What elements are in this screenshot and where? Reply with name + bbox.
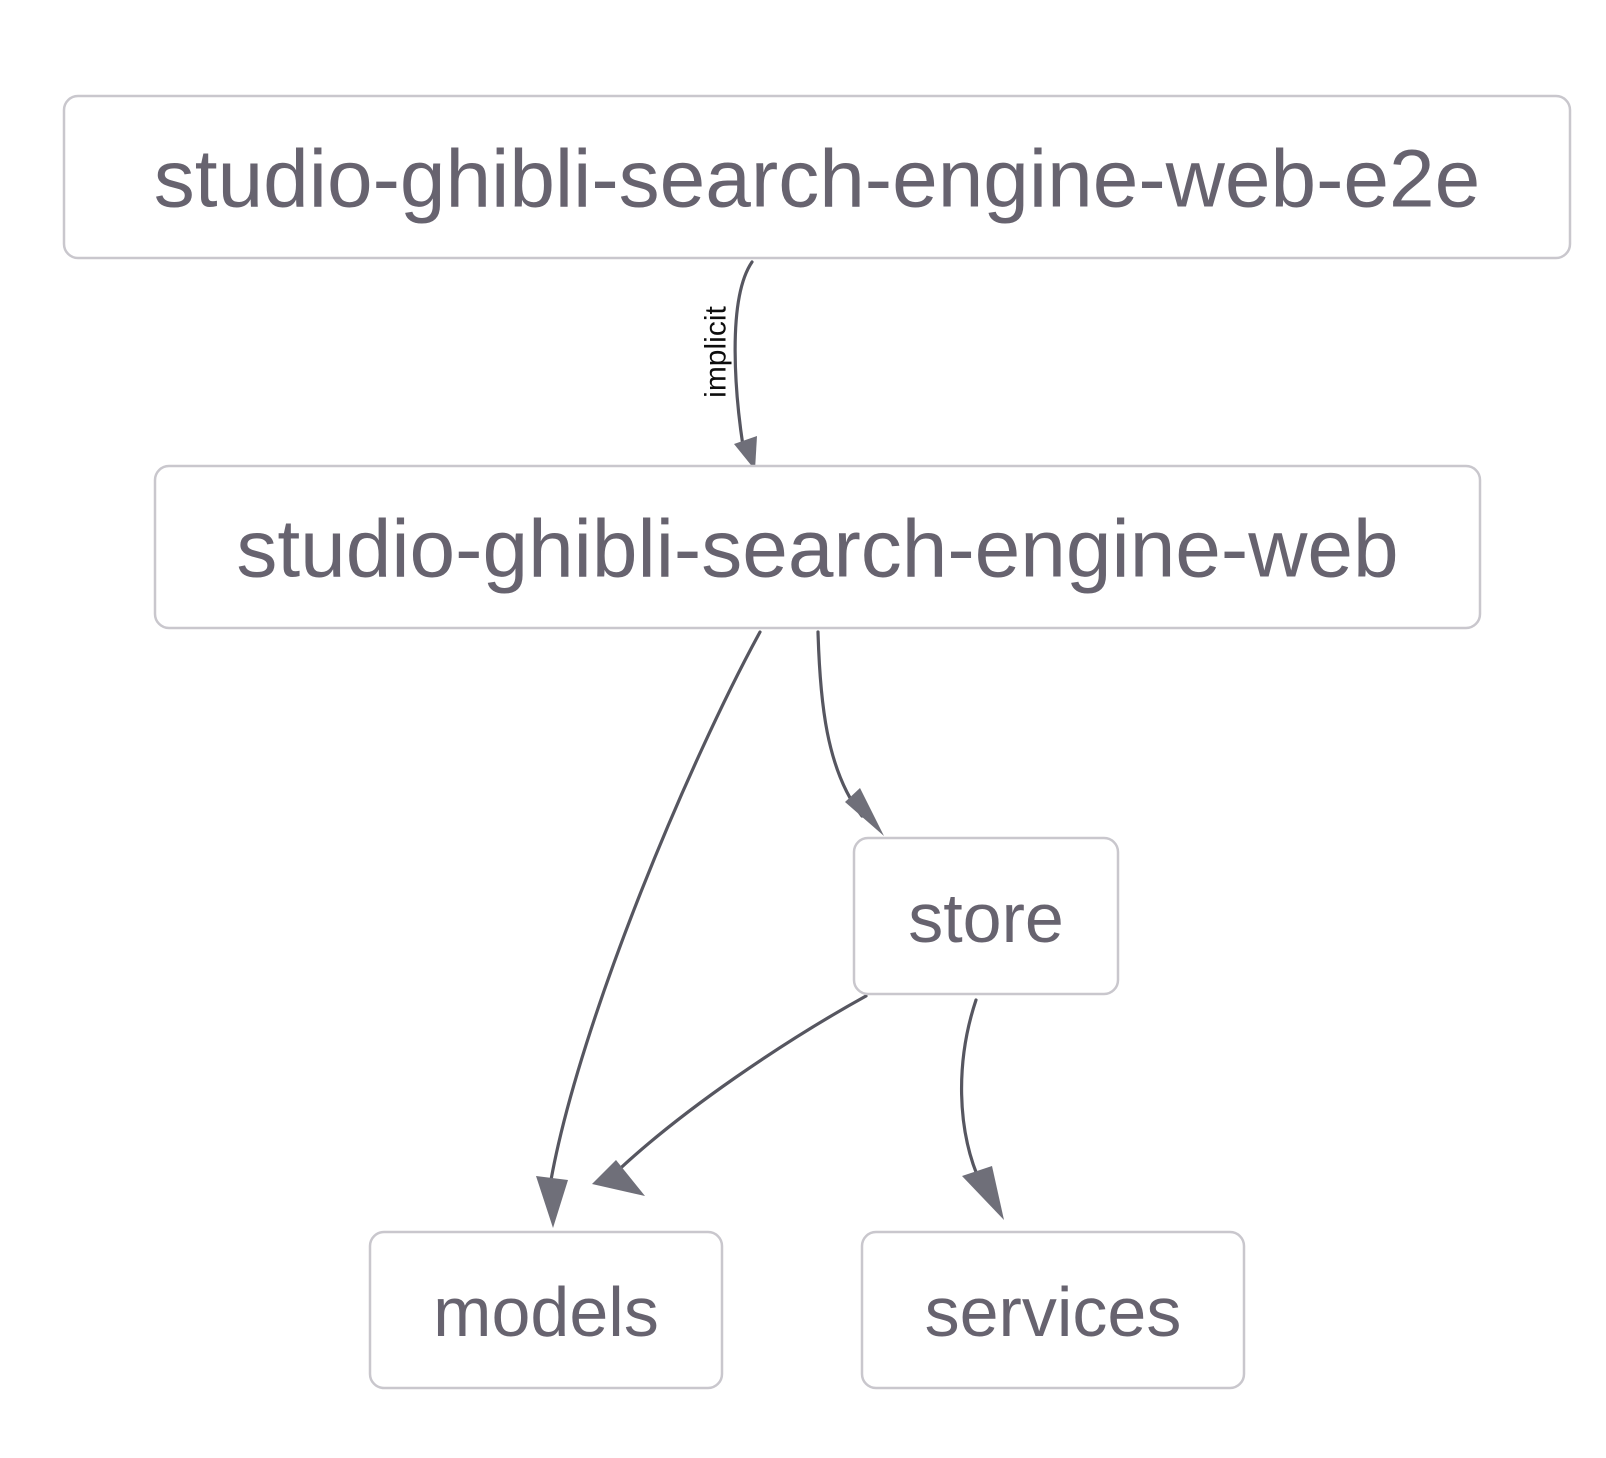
graph-node-models[interactable]: models: [368, 1230, 724, 1390]
graph-node-services[interactable]: services: [860, 1230, 1246, 1390]
graph-node-store[interactable]: store: [852, 836, 1120, 996]
arrowhead-icon: [536, 1176, 568, 1228]
node-box[interactable]: [153, 464, 1482, 630]
arrowhead-icon: [845, 788, 884, 836]
edge-line: [606, 994, 868, 1182]
graph-edge: [960, 998, 1004, 1220]
arrowhead-icon: [592, 1160, 645, 1196]
graph-node-studio-ghibli-search-engine-web[interactable]: studio-ghibli-search-engine-web: [153, 464, 1482, 630]
edge-line: [733, 260, 754, 448]
arrowhead-icon: [962, 1166, 1004, 1220]
nodes-layer: studio-ghibli-search-engine-web-e2e studi…: [62, 94, 1572, 1390]
node-label: studio-ghibli-search-engine-web-e2e: [154, 134, 1480, 225]
node-label: services: [925, 1273, 1182, 1351]
node-label: studio-ghibli-search-engine-web: [236, 504, 1398, 595]
node-box[interactable]: [860, 1230, 1246, 1390]
graph-node-studio-ghibli-search-engine-web-e2e[interactable]: studio-ghibli-search-engine-web-e2e: [62, 94, 1572, 260]
arrowhead-icon: [734, 436, 757, 470]
edge-line: [549, 630, 762, 1182]
graph-edge: [733, 260, 757, 470]
edge-labels-layer: implicit: [700, 306, 733, 398]
node-box[interactable]: [62, 94, 1572, 260]
graph-edge: [592, 994, 868, 1196]
edge-line: [960, 998, 983, 1186]
node-label: models: [433, 1273, 659, 1351]
node-box[interactable]: [368, 1230, 724, 1390]
node-box[interactable]: [852, 836, 1120, 996]
graph-edge: [816, 630, 884, 836]
edge-label: implicit: [700, 306, 733, 398]
graph-edge: [536, 630, 762, 1228]
edges-layer: [536, 260, 1004, 1228]
edge-line: [816, 630, 864, 818]
node-label: store: [908, 879, 1064, 957]
